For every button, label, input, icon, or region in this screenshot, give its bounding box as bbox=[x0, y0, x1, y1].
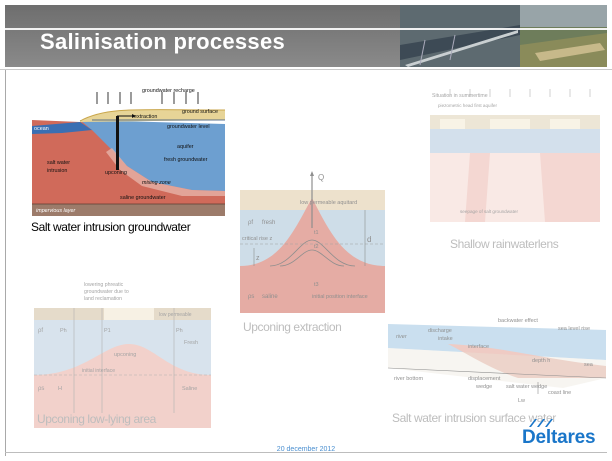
footer-rule bbox=[5, 452, 607, 453]
header-photo bbox=[400, 5, 607, 67]
label-salt-water: salt water bbox=[47, 160, 70, 166]
label-backwater: backwater effect bbox=[498, 318, 538, 324]
label-ocean: ocean bbox=[34, 126, 49, 132]
caption-extraction: Upconing extraction bbox=[243, 320, 342, 334]
label-t2: t2 bbox=[314, 244, 319, 250]
label-p1: P1 bbox=[104, 328, 111, 334]
label-d: d bbox=[367, 235, 371, 244]
label-interface: interface bbox=[468, 344, 489, 350]
label-depth: depth h bbox=[532, 358, 550, 364]
label-displacement-2: wedge bbox=[475, 384, 492, 390]
left-rule bbox=[5, 70, 6, 456]
caption-groundwater: Salt water intrusion groundwater bbox=[31, 220, 191, 234]
label-coast: coast line bbox=[548, 390, 571, 396]
caption-surface-water: Salt water intrusion surface water bbox=[392, 411, 556, 425]
label-t3: t3 bbox=[314, 282, 319, 288]
figure-upconing-extraction: Q low permeable aquitard ρf fresh critic… bbox=[240, 168, 385, 315]
label-ll-saline: Saline bbox=[182, 386, 197, 392]
figure-surface-water: backwater effect sea level rise river di… bbox=[387, 308, 607, 406]
figure-groundwater-intrusion: groundwater recharge extraction ground s… bbox=[32, 86, 226, 216]
logo-mark-icon bbox=[527, 416, 567, 434]
label-ll-rho-s: ρs bbox=[38, 386, 44, 392]
caption-low-lying: Upconing low-lying area bbox=[37, 412, 156, 426]
label-piezometric: piezometric head first aquifer bbox=[438, 103, 497, 108]
label-aquifer: aquifer bbox=[177, 144, 194, 150]
slide-title: Salinisation processes bbox=[40, 29, 286, 54]
label-lw: Lw bbox=[518, 398, 525, 404]
label-ll-rho-f: ρf bbox=[38, 328, 43, 334]
label-displacement-1: displacement bbox=[468, 376, 501, 382]
deltares-logo: Deltares bbox=[522, 427, 596, 448]
label-fresh-groundwater: fresh groundwater bbox=[164, 157, 208, 163]
footer-date: 20 december 2012 bbox=[276, 446, 336, 453]
label-mixing-zone: mixing zone bbox=[142, 180, 171, 186]
label-intrusion: intrusion bbox=[47, 168, 67, 174]
label-ll-fresh: Fresh bbox=[184, 340, 198, 346]
label-t1: t1 bbox=[314, 230, 319, 236]
title-rule bbox=[0, 28, 612, 30]
label-z: z bbox=[256, 255, 260, 262]
label-upconing: upconing bbox=[105, 170, 127, 176]
label-impervious: impervious layer bbox=[36, 208, 75, 214]
label-extraction: extraction bbox=[134, 114, 157, 120]
figure-rainwater-lens: Situation in summertime piezometric head… bbox=[430, 85, 600, 222]
label-q: Q bbox=[318, 173, 324, 182]
label-ph-left: Ph bbox=[60, 328, 67, 334]
label-ph-right: Ph bbox=[176, 328, 183, 334]
label-rho-s: ρs bbox=[248, 294, 254, 300]
label-salt-wedge: salt water wedge bbox=[506, 384, 547, 390]
label-saline: saline bbox=[262, 294, 278, 300]
label-intake: intake bbox=[438, 336, 453, 342]
label-lowering-3: land reclamation bbox=[84, 296, 122, 302]
label-saline-groundwater: saline groundwater bbox=[120, 195, 166, 201]
label-ll-upconing: upconing bbox=[114, 352, 136, 358]
label-ground-surface: ground surface bbox=[182, 109, 218, 115]
label-river-bottom: river bottom bbox=[394, 376, 423, 382]
label-seepage: seepage of salt groundwater bbox=[460, 209, 518, 214]
label-initial: initial position interface bbox=[312, 294, 368, 300]
label-h: H bbox=[58, 386, 62, 392]
label-rho-f: ρf bbox=[248, 220, 253, 226]
label-sea: sea bbox=[584, 362, 594, 368]
label-situation: Situation in summertime bbox=[432, 93, 488, 99]
label-critical: critical rise z bbox=[242, 236, 273, 242]
label-recharge: groundwater recharge bbox=[142, 88, 195, 94]
title-underline bbox=[0, 69, 612, 70]
label-sea-level: sea level rise bbox=[558, 326, 590, 332]
label-aquitard: low permeable aquitard bbox=[300, 200, 357, 206]
label-ll-initial: initial interface bbox=[82, 368, 115, 374]
label-groundwater-level: groundwater level bbox=[167, 124, 210, 130]
label-lowering-2: groundwater due to bbox=[84, 289, 129, 295]
label-river: river bbox=[396, 334, 408, 340]
label-fresh: fresh bbox=[262, 220, 275, 226]
label-low-permeable: low permeable bbox=[159, 312, 192, 318]
figure-low-lying: lowering phreatic groundwater due to lan… bbox=[34, 278, 211, 428]
label-discharge: discharge bbox=[428, 328, 452, 334]
label-lowering-1: lowering phreatic bbox=[84, 282, 124, 288]
caption-rainwater-lens: Shallow rainwaterlens bbox=[450, 237, 559, 251]
